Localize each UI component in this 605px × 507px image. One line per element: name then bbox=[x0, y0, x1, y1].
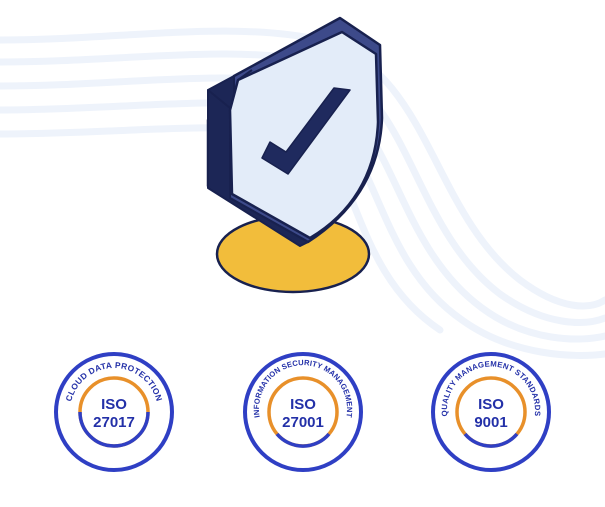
iso-9001-badge: QUALITY MANAGEMENT STANDARDS ISO 9001 bbox=[429, 350, 553, 474]
iso-27001-badge: INFORMATION SECURITY MANAGEMENT ISO 2700… bbox=[241, 350, 365, 474]
badge-iso-label: ISO bbox=[290, 396, 316, 413]
iso-27017-badge: CLOUD DATA PROTECTION ISO 27017 bbox=[52, 350, 176, 474]
badge-iso-number: 27017 bbox=[93, 414, 135, 431]
badge-iso-number: 27001 bbox=[282, 414, 324, 431]
badge-iso-label: ISO bbox=[478, 396, 504, 413]
checkmark-icon bbox=[261, 87, 351, 175]
shield-checkmark-icon bbox=[206, 16, 384, 294]
badge-iso-label: ISO bbox=[101, 396, 127, 413]
badge-iso-number: 9001 bbox=[474, 414, 507, 431]
